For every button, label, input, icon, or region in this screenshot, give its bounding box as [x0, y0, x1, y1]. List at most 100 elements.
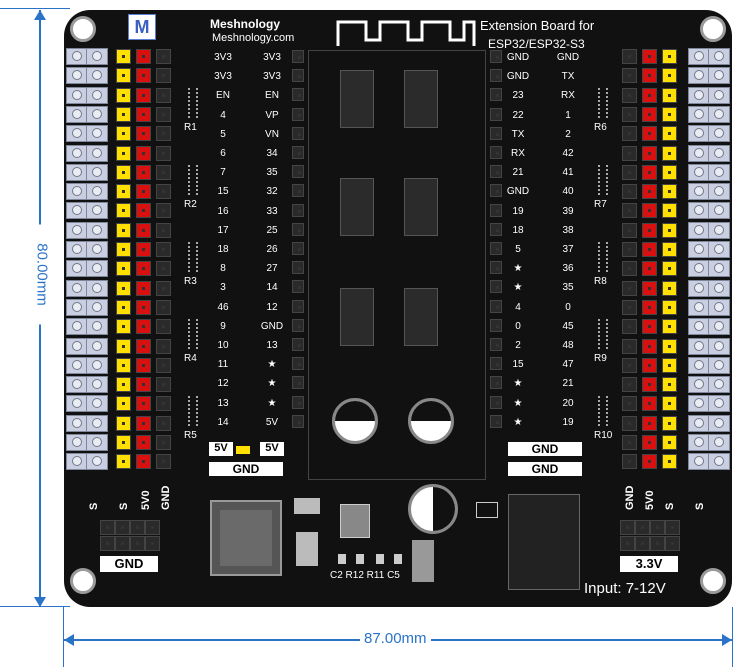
- header-pin-signal[interactable]: [662, 357, 677, 373]
- header-pin-signal[interactable]: [662, 126, 677, 142]
- header-pin-signal[interactable]: [116, 87, 131, 103]
- header-pin-signal[interactable]: [116, 68, 131, 84]
- header-pin-signal[interactable]: [662, 299, 677, 315]
- screw-terminal-left[interactable]: [66, 260, 88, 278]
- screw-terminal-right[interactable]: [688, 221, 710, 239]
- screw-terminal-right[interactable]: [688, 434, 710, 451]
- header-pin-5v[interactable]: [642, 338, 657, 354]
- screw-terminal-right[interactable]: [708, 183, 730, 201]
- bottom-right-header-pin[interactable]: [635, 536, 650, 551]
- header-pin-signal[interactable]: [116, 415, 131, 431]
- header-pin-gnd[interactable]: [622, 68, 637, 84]
- screw-terminal-right[interactable]: [708, 337, 730, 355]
- header-pin-signal[interactable]: [662, 280, 677, 296]
- screw-terminal-left[interactable]: [66, 221, 88, 239]
- screw-terminal-left[interactable]: [86, 434, 108, 451]
- screw-terminal-right[interactable]: [708, 144, 730, 162]
- header-pin-gnd[interactable]: [156, 49, 171, 64]
- header-pin-signal[interactable]: [116, 338, 131, 354]
- header-pin-gnd[interactable]: [622, 87, 637, 103]
- header-pin-gnd[interactable]: [622, 415, 637, 431]
- screw-terminal-left[interactable]: [86, 298, 108, 316]
- screw-terminal-right[interactable]: [708, 298, 730, 316]
- header-pin-gnd[interactable]: [622, 377, 637, 393]
- screw-terminal-right[interactable]: [708, 453, 730, 471]
- bottom-right-header-pin[interactable]: [635, 520, 650, 535]
- header-pin-gnd[interactable]: [156, 299, 171, 315]
- header-pin-gnd[interactable]: [622, 164, 637, 180]
- screw-terminal-right[interactable]: [708, 67, 730, 85]
- screw-terminal-left[interactable]: [66, 376, 88, 394]
- screw-terminal-right[interactable]: [688, 279, 710, 297]
- header-pin-gnd[interactable]: [622, 280, 637, 296]
- bottom-left-header-pin[interactable]: [100, 520, 115, 535]
- screw-terminal-left[interactable]: [86, 241, 108, 258]
- header-pin-5v[interactable]: [136, 338, 151, 354]
- header-pin-signal[interactable]: [116, 396, 131, 412]
- header-pin-gnd[interactable]: [622, 299, 637, 315]
- header-pin-gnd[interactable]: [156, 106, 171, 122]
- header-pin-gnd[interactable]: [156, 319, 171, 335]
- header-pin-signal[interactable]: [116, 145, 131, 161]
- bottom-left-header-pin[interactable]: [115, 536, 130, 551]
- screw-terminal-left[interactable]: [66, 67, 88, 85]
- screw-terminal-right[interactable]: [708, 414, 730, 432]
- screw-terminal-left[interactable]: [66, 414, 88, 432]
- screw-terminal-left[interactable]: [66, 298, 88, 316]
- header-pin-gnd[interactable]: [622, 222, 637, 238]
- header-pin-5v[interactable]: [136, 184, 151, 200]
- screw-terminal-left[interactable]: [66, 183, 88, 201]
- header-pin-5v[interactable]: [136, 319, 151, 335]
- screw-terminal-left[interactable]: [66, 125, 88, 143]
- header-pin-5v[interactable]: [136, 87, 151, 103]
- screw-terminal-right[interactable]: [688, 356, 710, 374]
- header-pin-signal[interactable]: [662, 415, 677, 431]
- header-pin-gnd[interactable]: [156, 377, 171, 393]
- screw-terminal-left[interactable]: [86, 125, 108, 143]
- header-pin-5v[interactable]: [642, 126, 657, 142]
- header-pin-5v[interactable]: [642, 454, 657, 470]
- screw-terminal-left[interactable]: [86, 67, 108, 85]
- screw-terminal-left[interactable]: [66, 241, 88, 258]
- header-pin-gnd[interactable]: [156, 454, 171, 470]
- screw-terminal-right[interactable]: [688, 376, 710, 394]
- bottom-right-header-pin[interactable]: [665, 520, 680, 535]
- screw-terminal-left[interactable]: [66, 202, 88, 220]
- header-pin-5v[interactable]: [136, 396, 151, 412]
- header-pin-5v[interactable]: [642, 435, 657, 450]
- header-pin-5v[interactable]: [642, 377, 657, 393]
- header-pin-signal[interactable]: [662, 68, 677, 84]
- header-pin-5v[interactable]: [136, 377, 151, 393]
- header-pin-gnd[interactable]: [156, 338, 171, 354]
- header-pin-gnd[interactable]: [156, 184, 171, 200]
- header-pin-gnd[interactable]: [622, 203, 637, 219]
- header-pin-signal[interactable]: [662, 319, 677, 335]
- header-pin-signal[interactable]: [662, 261, 677, 277]
- header-pin-5v[interactable]: [642, 203, 657, 219]
- screw-terminal-right[interactable]: [688, 144, 710, 162]
- header-pin-gnd[interactable]: [156, 126, 171, 142]
- header-pin-5v[interactable]: [642, 299, 657, 315]
- screw-terminal-right[interactable]: [708, 434, 730, 451]
- screw-terminal-left[interactable]: [66, 318, 88, 336]
- screw-terminal-right[interactable]: [708, 48, 730, 65]
- screw-terminal-right[interactable]: [688, 318, 710, 336]
- bottom-right-header-pin[interactable]: [650, 520, 665, 535]
- header-pin-signal[interactable]: [116, 299, 131, 315]
- screw-terminal-left[interactable]: [86, 163, 108, 181]
- screw-terminal-right[interactable]: [708, 105, 730, 123]
- screw-terminal-right[interactable]: [688, 241, 710, 258]
- header-pin-gnd[interactable]: [622, 145, 637, 161]
- screw-terminal-left[interactable]: [86, 48, 108, 65]
- header-pin-signal[interactable]: [662, 396, 677, 412]
- header-pin-signal[interactable]: [116, 184, 131, 200]
- screw-terminal-left[interactable]: [66, 434, 88, 451]
- screw-terminal-left[interactable]: [86, 221, 108, 239]
- header-pin-5v[interactable]: [136, 242, 151, 257]
- header-pin-5v[interactable]: [136, 126, 151, 142]
- header-pin-gnd[interactable]: [622, 319, 637, 335]
- screw-terminal-right[interactable]: [708, 221, 730, 239]
- screw-terminal-right[interactable]: [708, 260, 730, 278]
- screw-terminal-right[interactable]: [708, 202, 730, 220]
- header-pin-signal[interactable]: [116, 357, 131, 373]
